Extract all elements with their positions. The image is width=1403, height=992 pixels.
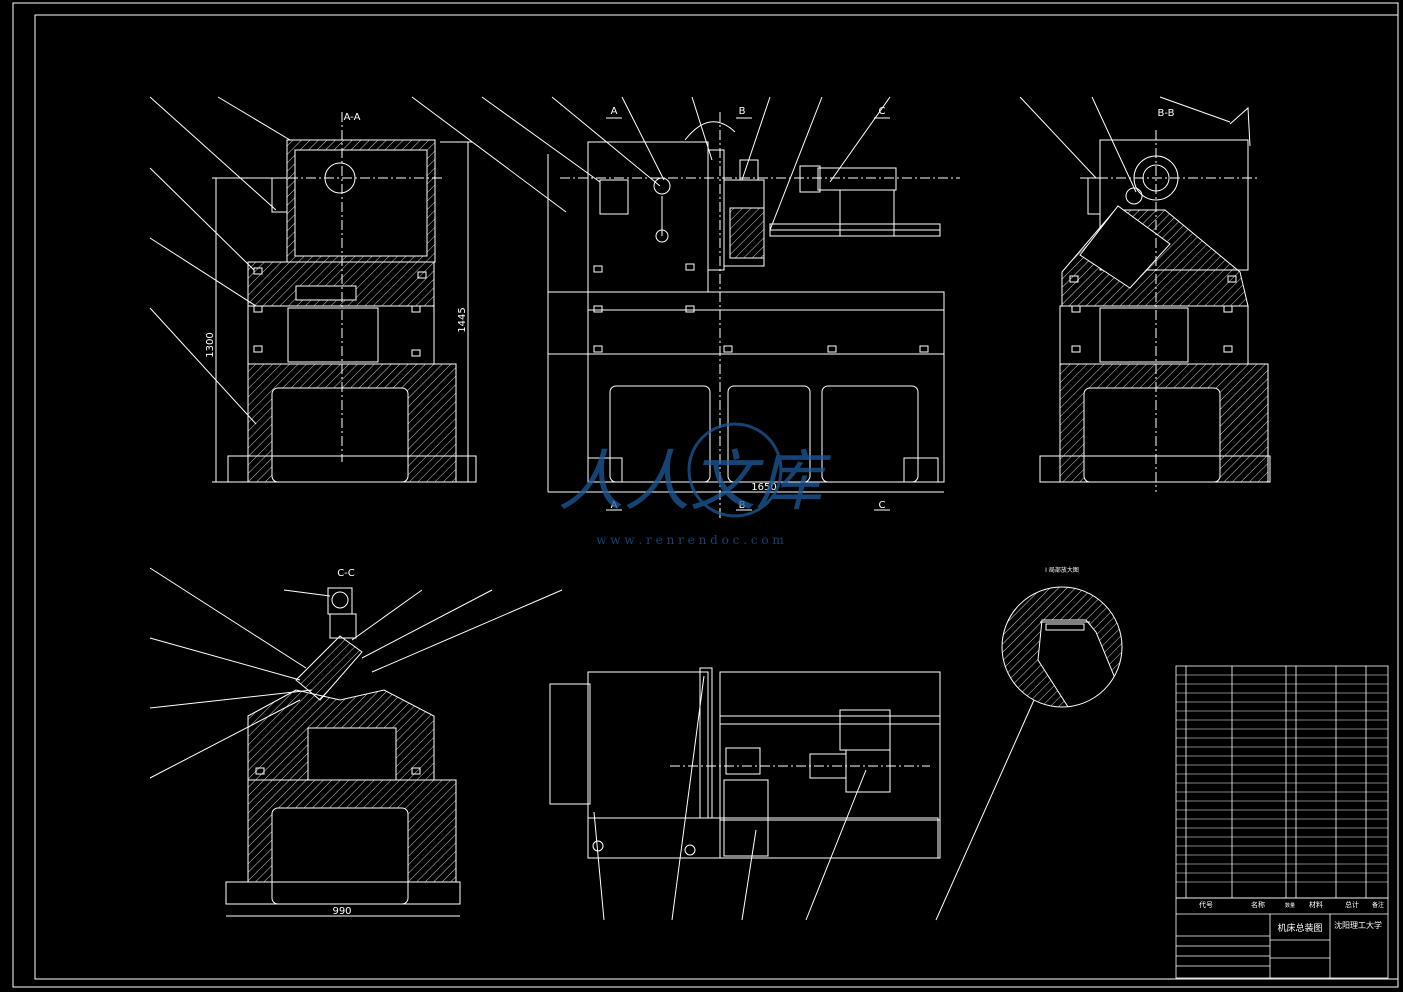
view-cc-section — [149, 567, 563, 917]
view-cc-title: C-C — [337, 568, 355, 579]
view-aa-title: A-A — [344, 112, 361, 123]
drawing-name: 机床总装图 — [1277, 922, 1322, 934]
watermark-url: w w w . r e n r e n d o c . c o m — [596, 533, 784, 547]
section-mark-c-bottom: C — [879, 500, 886, 511]
parts-list — [1175, 665, 1389, 899]
section-mark-b-top: B — [739, 106, 746, 117]
watermark: 人人文库 w w w . r e n r e n d o c . c o m — [558, 422, 832, 547]
view-top — [549, 667, 941, 921]
view-bb-section — [1019, 96, 1271, 492]
section-mark-a-top: A — [611, 106, 618, 117]
view-front — [411, 96, 960, 520]
dim-length: 1650 — [751, 482, 776, 493]
parts-header-name: 名称 — [1251, 900, 1265, 909]
section-mark-b-bottom: B — [739, 500, 746, 511]
section-mark-a-bottom: A — [611, 500, 618, 511]
title-block — [1175, 897, 1389, 979]
section-mark-c-top: C — [879, 106, 886, 117]
parts-header-material: 材料 — [1309, 900, 1323, 909]
dim-height-total: 1445 — [457, 307, 468, 332]
parts-header-remark: 备注 — [1372, 901, 1384, 909]
view-aa-section — [149, 96, 477, 483]
view-detail-i — [935, 586, 1123, 921]
watermark-cjk: 人人文库 — [558, 443, 832, 520]
parts-header-total: 总计 — [1345, 900, 1359, 909]
dim-width: 990 — [332, 906, 351, 917]
dim-height-partial: 1300 — [205, 332, 216, 357]
view-bb-title: B-B — [1158, 108, 1175, 119]
parts-header-code: 代号 — [1199, 900, 1213, 909]
view-detail-title: I 局部放大图 — [1045, 566, 1079, 574]
parts-header-qty: 数量 — [1285, 902, 1295, 909]
school-name: 沈阳理工大学 — [1334, 920, 1382, 930]
inner-border — [34, 14, 1399, 980]
